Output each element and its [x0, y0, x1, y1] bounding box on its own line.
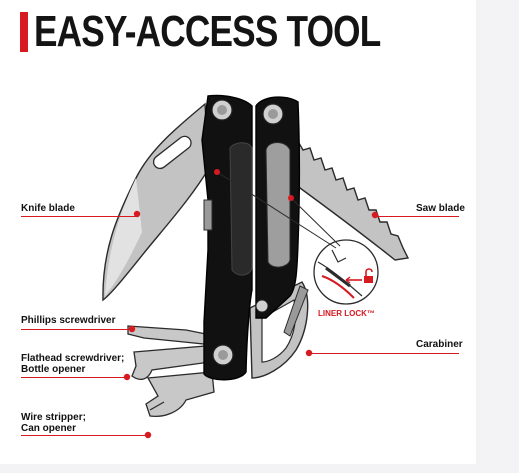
pivot-screws	[211, 99, 284, 366]
label-carabiner: Carabiner	[416, 339, 463, 350]
rule-knife-blade	[21, 216, 137, 217]
unlock-icon	[345, 268, 373, 284]
label-wire-stripper: Wire stripper; Can opener	[21, 412, 86, 434]
liner-lock-leaders	[214, 169, 341, 249]
label-phillips-screwdriver: Phillips screwdriver	[21, 315, 116, 326]
liner-lock-detail	[313, 239, 379, 305]
title-accent-bar	[20, 12, 28, 52]
label-flathead-screwdriver: Flathead screwdriver; Bottle opener	[21, 353, 125, 375]
left-handle-shape	[201, 94, 253, 381]
label-liner-lock: LINER LOCK™	[318, 309, 375, 318]
phillips-screwdriver-shape	[127, 325, 207, 345]
saw-blade-shape	[274, 133, 410, 261]
rule-saw-blade	[375, 216, 459, 217]
rule-flathead	[21, 377, 127, 378]
knife-blade-shape	[102, 102, 210, 302]
rule-wire-stripper	[21, 435, 148, 436]
label-knife-blade: Knife blade	[21, 203, 75, 214]
rule-carabiner	[309, 353, 459, 354]
right-handle-shape	[255, 96, 301, 319]
page-title: EASY-ACCESS TOOL	[34, 7, 381, 56]
rule-phillips	[21, 329, 132, 330]
label-saw-blade: Saw blade	[416, 203, 465, 214]
flathead-screwdriver-shape	[131, 345, 211, 381]
wire-stripper-shape	[145, 371, 215, 418]
